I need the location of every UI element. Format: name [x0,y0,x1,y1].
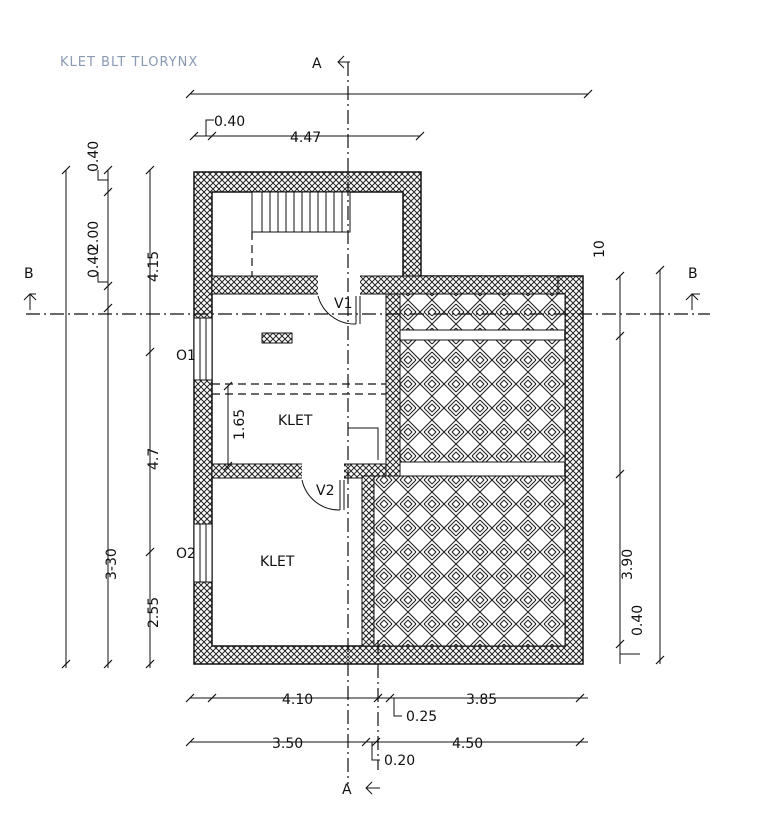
parquet-strip [399,293,566,331]
parquet-area-upper [399,339,566,463]
staircase [251,191,351,276]
section-marker-a-bottom: A [342,781,380,798]
door-label-v2: V2 [316,483,334,499]
door-opening-v1 [318,275,360,295]
dim-left-1-65: 1.65 [232,409,248,440]
section-marker-b-left: B [23,266,37,310]
dim-right-10: 10 [592,240,608,258]
dim-top-0-40: 0.40 [214,114,245,130]
window-label-o1: O1 [176,348,196,364]
dimension-lines [61,89,665,761]
vent-grille [261,332,293,344]
dim-left-4-7: 4.7 [146,448,162,470]
dim-left-3-30: 3-30 [104,548,120,580]
section-marker-b-right: B [685,266,700,310]
svg-text:B: B [688,266,698,282]
door-swing-v1 [317,295,361,325]
room-label-klet-lower: KLET [260,554,295,570]
room-label-klet-upper: KLET [278,413,313,429]
dim-bottom-4-10: 4.10 [282,692,313,708]
window-o2 [193,523,213,583]
svg-text:B: B [24,266,34,282]
dim-left-2-55: 2.55 [146,597,162,628]
window-o1 [193,317,213,381]
dim-left-4-15: 4.15 [146,251,162,282]
door-label-v1: V1 [334,296,352,312]
door-swing-v2 [301,479,345,511]
dim-bottom-4-50: 4.50 [452,736,483,752]
dim-bottom-3-50: 3.50 [272,736,303,752]
header-scribble: KLET BLT TLORYNX [60,55,198,70]
dim-left-0-40-mid: 0.40 [86,247,102,278]
parquet-area-lower [373,475,566,647]
svg-text:A: A [342,782,352,798]
dim-left-0-40-top: 0.40 [86,141,102,172]
dim-bottom-0-20: 0.20 [384,753,415,769]
dim-left-2-00: 2.00 [86,221,102,252]
dim-right-0-40: 0.40 [630,605,646,636]
dim-bottom-3-85: 3.85 [466,692,497,708]
dim-bottom-0-25: 0.25 [406,709,437,725]
interior-walls [211,275,559,647]
section-marker-a-top: A [312,55,350,72]
svg-text:A: A [312,56,322,72]
hidden-edge [348,427,379,460]
door-opening-v2 [302,463,344,479]
window-label-o2: O2 [176,546,196,562]
dim-right-3-90: 3.90 [620,549,636,580]
dim-top-4-47: 4.47 [290,130,321,146]
